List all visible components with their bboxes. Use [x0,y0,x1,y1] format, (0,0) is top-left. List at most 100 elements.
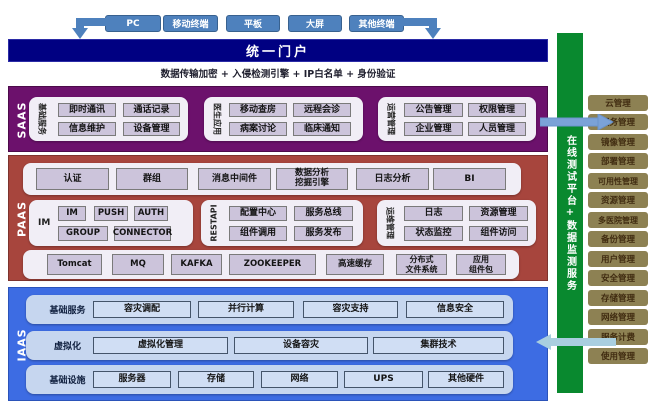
group-label: 运维管理 [385,207,395,239]
terminal-pc: PC [105,15,161,32]
chip: 消息中间件 [198,168,271,190]
rail-box: 网络管理 [588,309,648,325]
saas-group-basic-services: 基础服务 即时通讯 通话记录 信息维护 设备管理 [29,97,188,141]
rail-box: 云管理 [588,95,648,111]
chip: 公告管理 [404,103,463,117]
chip: 即时通讯 [58,103,116,117]
chip: 资源管理 [469,206,528,221]
rail-box: 备份管理 [588,231,648,247]
paas-group-restapi: RESTAPI 配置中心 服务总线 组件调用 服务发布 [201,200,363,246]
paas-group-im: IM IM PUSH AUTH GROUP CONNECTOR [29,200,193,246]
rail-box: 多医院管理 [588,212,648,228]
rail-box: 存储管理 [588,290,648,306]
iaas-row-basic: 基础服务 容灾调配 并行计算 容灾支持 信息安全 [26,295,513,324]
row-label: 虚拟化 [53,342,81,352]
chip: 移动查房 [229,103,287,117]
chip: KAFKA [171,254,222,275]
terminal-bigscreen: 大屏 [288,15,342,32]
paas-label: PAAS [15,200,29,238]
chip: BI [433,168,506,190]
chip: 群组 [116,168,188,190]
chip: 其他硬件 [428,371,504,388]
group-label: 基础服务 [37,103,47,135]
chip: 服务总线 [294,206,353,221]
chip: CONNECTOR [113,226,172,241]
chip: 日志 [404,206,463,221]
chip: 临床通知 [293,122,351,136]
chip: 病案讨论 [229,122,287,136]
group-label: 医生应用 [212,103,222,135]
chip: 远程会诊 [293,103,351,117]
iaas-section: IAAS 基础服务 容灾调配 并行计算 容灾支持 信息安全 虚拟化 虚拟化管理 … [8,287,548,401]
chip: 网络 [261,371,338,388]
rail-label: 在线测试平台+数据监测服务 [564,134,576,292]
paas-section: PAAS 认证 群组 消息中间件 数据分析 挖掘引擎 日志分析 BI IM IM… [8,155,548,281]
chip: GROUP [58,226,108,241]
iaas-row-infrastructure: 基础设施 服务器 存储 网络 UPS 其他硬件 [26,365,513,394]
chip: UPS [344,371,423,388]
chip: Tomcat [47,254,102,275]
terminal-mobile: 移动终端 [163,15,218,32]
chip: ZOOKEEPER [229,254,316,275]
saas-section: SAAS 基础服务 即时通讯 通话记录 信息维护 设备管理 医生应用 移动查房 … [8,86,548,152]
chip: 组件调用 [229,226,287,241]
rail-box: 镜像管理 [588,134,648,150]
rail-box: 用户管理 [588,251,648,267]
group-label: IM [38,218,51,228]
chip: 通话记录 [123,103,180,117]
rail-box: 安全管理 [588,270,648,286]
security-caption: 数据传输加密 + 入侵检测引擎 + IP白名单 + 身份验证 [160,69,396,80]
chip: 认证 [36,168,109,190]
chip: 集群技术 [373,337,504,354]
saas-label: SAAS [15,101,29,139]
row-label: 基础服务 [49,306,86,316]
chip: 虚拟化管理 [93,337,228,354]
online-test-platform-bar: 在线测试平台+数据监测服务 [557,33,583,393]
rail-box: 使用管理 [588,348,648,364]
group-label: RESTAPI [209,204,219,242]
chip: 信息安全 [406,301,504,318]
chip: 配置中心 [229,206,287,221]
paas-middleware-row: Tomcat MQ KAFKA ZOOKEEPER 高速缓存 分布式 文件系统 … [23,250,519,279]
chip: 设备管理 [123,122,180,136]
rail-box: 可用性管理 [588,173,648,189]
saas-to-rail-arrow [540,114,614,130]
chip: 存储 [178,371,254,388]
chip: 状态监控 [404,226,463,241]
chip: 数据分析 挖掘引擎 [276,168,348,190]
chip: 服务器 [93,371,171,388]
row-label: 基础设施 [49,376,86,386]
saas-group-doctor-apps: 医生应用 移动查房 远程会诊 病案讨论 临床通知 [204,97,363,141]
chip: MQ [112,254,164,275]
chip: 企业管理 [404,122,463,136]
chip: 权限管理 [468,103,526,117]
chip: 组件访问 [469,226,528,241]
rail-box: 资源管理 [588,192,648,208]
chip: 人员管理 [468,122,526,136]
terminal-tablet: 平板 [226,15,280,32]
rail-to-iaas-arrow [536,334,616,350]
terminals-right-arrow [403,18,441,39]
chip: 应用 组件包 [456,254,506,275]
terminal-other: 其他终端 [349,15,404,32]
paas-service-row: 认证 群组 消息中间件 数据分析 挖掘引擎 日志分析 BI [23,163,521,195]
chip: 信息维护 [58,122,116,136]
chip: 容灾支持 [303,301,398,318]
chip: 设备容灾 [234,337,368,354]
portal-bar: 统一门户 [8,39,548,62]
chip: PUSH [94,206,128,221]
terminals-left-arrow [72,18,110,39]
paas-group-ops: 运维管理 日志 资源管理 状态监控 组件访问 [377,200,536,246]
chip: 分布式 文件系统 [396,254,447,275]
saas-group-operations: 运营管理 公告管理 权限管理 企业管理 人员管理 [378,97,536,141]
rail-box: 部署管理 [588,153,648,169]
chip: IM [58,206,86,221]
chip: 容灾调配 [93,301,191,318]
chip: 并行计算 [198,301,294,318]
chip: 高速缓存 [326,254,384,275]
group-label: 运营管理 [386,103,396,135]
iaas-row-virtualization: 虚拟化 虚拟化管理 设备容灾 集群技术 [26,331,513,360]
chip: AUTH [134,206,168,221]
chip: 日志分析 [356,168,429,190]
